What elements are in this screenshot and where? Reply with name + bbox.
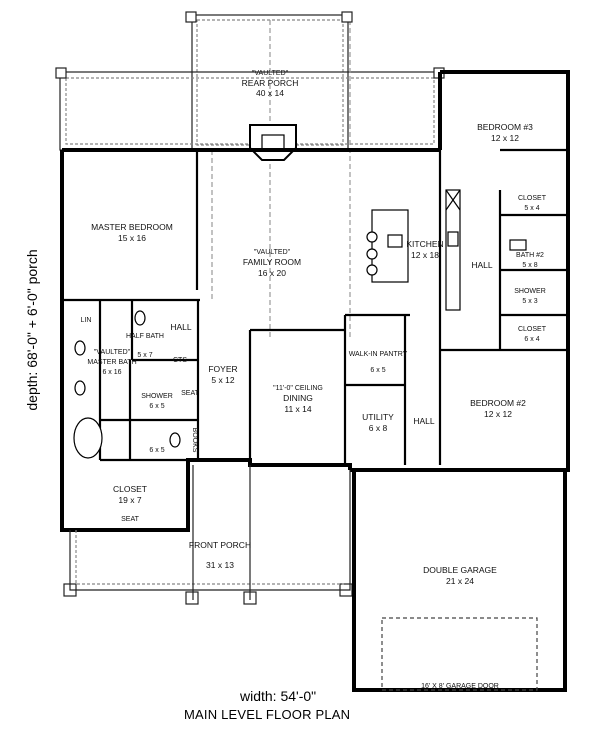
front-porch-size: 31 x 13	[206, 560, 234, 570]
garage-door-label: 16' X 8' GARAGE DOOR	[421, 683, 499, 690]
porch-posts	[55, 11, 445, 605]
plan-title: MAIN LEVEL FLOOR PLAN	[184, 707, 351, 722]
room-label-foyer: FOYER 5 x 12	[208, 364, 237, 385]
shower2-size: 5 x 3	[522, 298, 537, 305]
room-label-shower1: SHOWER 6 x 5	[141, 393, 173, 410]
master-bath-name: MASTER BATH	[87, 359, 136, 366]
lin-label: LIN	[81, 317, 92, 324]
bath2-name: BATH #2	[516, 252, 544, 259]
bedroom2-size: 12 x 12	[484, 409, 512, 419]
rear-porch-note: "VAULTED"	[252, 70, 289, 77]
room-label-master-bath: "VAULTED" MASTER BATH 6 x 16	[87, 349, 136, 376]
front-porch-area	[69, 465, 351, 600]
garage-name: DOUBLE GARAGE	[423, 565, 497, 575]
room-label-dining: "11'-0" CEILING DINING 11 x 14	[273, 385, 323, 414]
closet-b2-name: CLOSET	[518, 326, 547, 333]
interior-walls	[62, 148, 568, 465]
closet-b3-size: 5 x 4	[524, 205, 539, 212]
kitchen-size: 12 x 18	[411, 250, 439, 260]
hall-right-label: HALL	[471, 260, 493, 270]
master-bath-size: 6 x 16	[102, 369, 121, 376]
master-bedroom-size: 15 x 16	[118, 233, 146, 243]
dining-name: DINING	[283, 393, 313, 403]
closet-b3-name: CLOSET	[518, 195, 547, 202]
room-label-rear-porch: "VAULTED" REAR PORCH 40 x 14	[242, 70, 299, 98]
utility-name: UTILITY	[362, 412, 394, 422]
foyer-name: FOYER	[208, 364, 237, 374]
kitchen-name: KITCHEN	[406, 239, 443, 249]
width-label: width: 54'-0"	[240, 688, 317, 704]
foyer-size: 5 x 12	[211, 375, 234, 385]
room-label-front-porch: FRONT PORCH 31 x 13	[189, 540, 251, 570]
shower1-size: 6 x 5	[149, 403, 164, 410]
kitchen-fixtures	[366, 189, 461, 311]
family-room-name: FAMILY ROOM	[243, 257, 301, 267]
master-bedroom-name: MASTER BEDROOM	[91, 222, 173, 232]
bath-fixtures	[73, 239, 527, 459]
family-room-size: 16 x 20	[258, 268, 286, 278]
room-label-bath2: BATH #2 5 x 8	[516, 252, 544, 269]
room-label-shower2: SHOWER 5 x 3	[514, 288, 546, 305]
room-label-bedroom3: BEDROOM #3 12 x 12	[477, 122, 533, 143]
pantry-name: WALK-IN PANTRY	[349, 351, 408, 358]
garage-size: 21 x 24	[446, 576, 474, 586]
family-room-note: "VAULTED"	[254, 249, 291, 256]
room-label-utility: UTILITY 6 x 8	[362, 412, 394, 433]
bedroom3-size: 12 x 12	[491, 133, 519, 143]
exterior-walls	[60, 70, 570, 692]
shower1-name: SHOWER	[141, 393, 173, 400]
depth-label: depth: 68'-0" + 6'-0" porch	[24, 249, 40, 411]
dining-size: 11 x 14	[284, 404, 312, 414]
closet-master-name: CLOSET	[113, 484, 147, 494]
room-label-closet-master: CLOSET 19 x 7	[113, 484, 147, 505]
room-label-bedroom2: BEDROOM #2 12 x 12	[470, 398, 526, 419]
toilet-room-size: 6 x 5	[149, 447, 164, 454]
bedroom3-name: BEDROOM #3	[477, 122, 533, 132]
seat2-label: SEAT	[121, 516, 139, 523]
room-label-master-bedroom: MASTER BEDROOM 15 x 16	[91, 222, 173, 243]
closet-master-size: 19 x 7	[118, 495, 141, 505]
books-label: BOOKS	[191, 428, 198, 453]
master-bath-note: "VAULTED"	[94, 349, 131, 356]
room-label-pantry: WALK-IN PANTRY 6 x 5	[349, 351, 408, 374]
closet-b2-size: 6 x 4	[524, 336, 539, 343]
room-label-half-bath: HALF BATH 5 x 7	[126, 333, 164, 359]
half-bath-size: 5 x 7	[137, 352, 152, 359]
room-label-kitchen: KITCHEN 12 x 18	[406, 239, 443, 260]
garage-door	[381, 617, 538, 691]
rear-porch-name: REAR PORCH	[242, 78, 299, 88]
cts-label: CTS	[173, 357, 187, 364]
dining-note: "11'-0" CEILING	[273, 385, 323, 392]
bedroom2-name: BEDROOM #2	[470, 398, 526, 408]
bath2-size: 5 x 8	[522, 262, 537, 269]
room-label-garage: DOUBLE GARAGE 21 x 24	[423, 565, 497, 586]
pantry-size: 6 x 5	[370, 367, 385, 374]
half-bath-name: HALF BATH	[126, 333, 164, 340]
room-label-closet-b3: CLOSET 5 x 4	[518, 195, 547, 212]
hall-left-label: HALL	[170, 322, 192, 332]
front-porch-name: FRONT PORCH	[189, 540, 251, 550]
shower2-name: SHOWER	[514, 288, 546, 295]
hall-mid-label: HALL	[413, 416, 435, 426]
rear-porch-size: 40 x 14	[256, 88, 284, 98]
room-label-closet-b2: CLOSET 6 x 4	[518, 326, 547, 343]
room-label-family-room: "VAULTED" FAMILY ROOM 16 x 20	[243, 249, 301, 278]
seat1-label: SEAT	[181, 390, 199, 397]
utility-size: 6 x 8	[369, 423, 388, 433]
